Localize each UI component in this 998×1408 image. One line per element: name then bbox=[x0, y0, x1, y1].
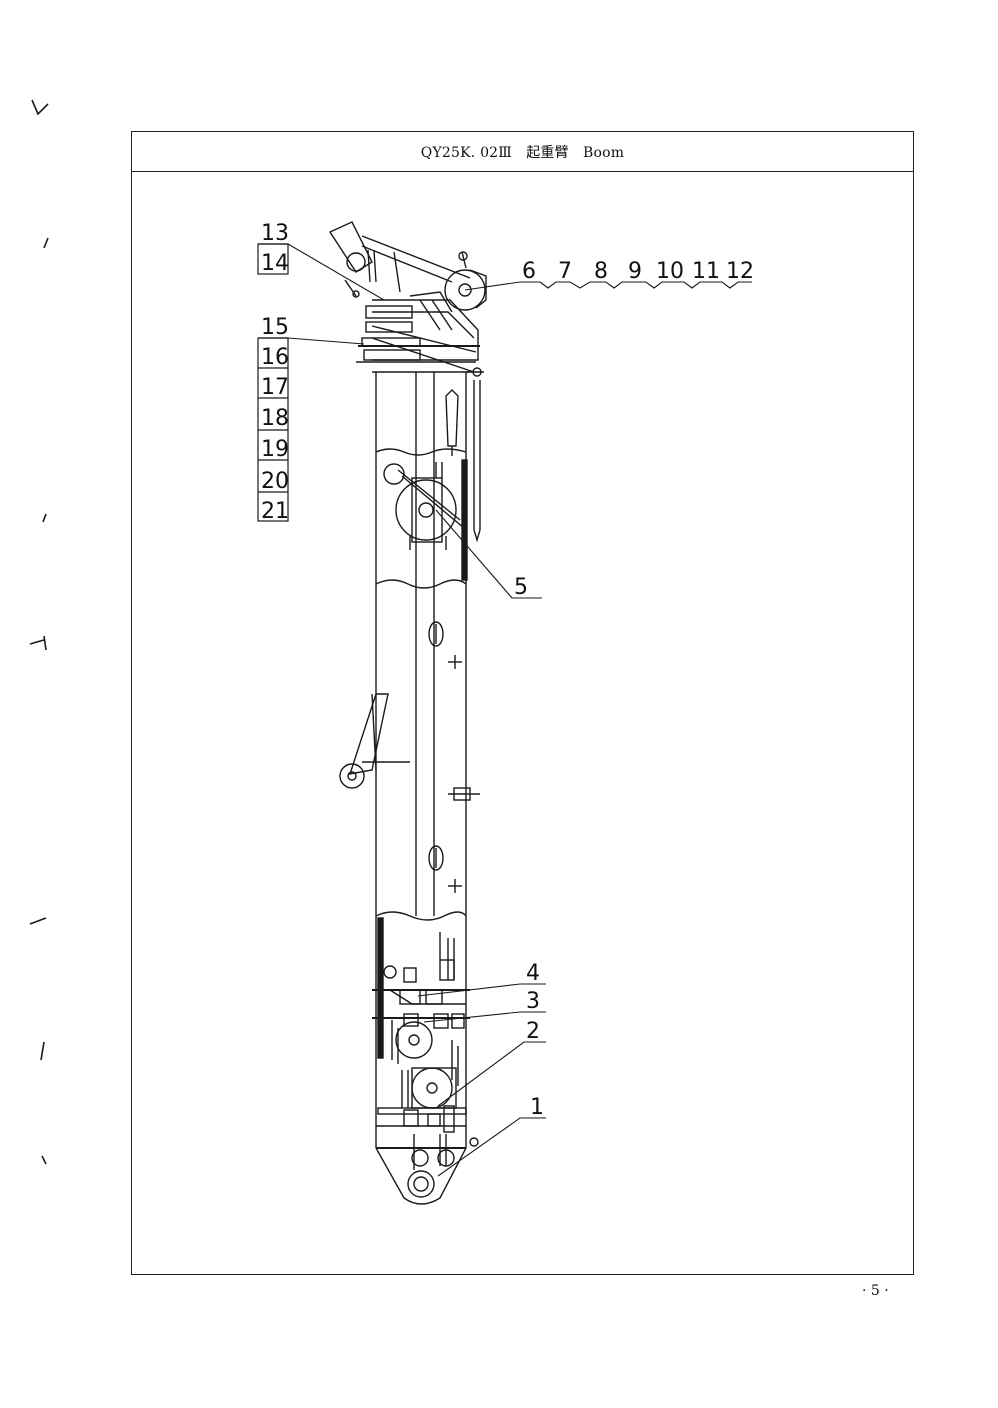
callout-3: 3 bbox=[526, 989, 540, 1014]
left-callout-boxes bbox=[257, 243, 289, 522]
callout-21: 21 bbox=[261, 499, 289, 524]
callout-6: 6 bbox=[522, 259, 536, 284]
boom-foot bbox=[375, 1134, 479, 1205]
callout-18: 18 bbox=[261, 406, 289, 431]
callout-4: 4 bbox=[526, 961, 540, 986]
callout-7: 7 bbox=[558, 259, 572, 284]
callout-19: 19 bbox=[261, 437, 289, 462]
callout-16: 16 bbox=[261, 345, 289, 370]
callout-9: 9 bbox=[628, 259, 642, 284]
callout-15: 15 bbox=[261, 315, 289, 340]
boom-head bbox=[328, 221, 487, 373]
callout-10: 10 bbox=[656, 259, 684, 284]
leader-lines bbox=[287, 243, 752, 1177]
title-bar: QY25K. 02Ⅲ 起重臂 Boom bbox=[132, 132, 913, 172]
page-number: · 5 · bbox=[862, 1283, 889, 1299]
drawing-frame: QY25K. 02Ⅲ 起重臂 Boom bbox=[131, 131, 914, 1275]
callout-13: 13 bbox=[261, 221, 289, 246]
callout-11: 11 bbox=[692, 259, 720, 284]
callout-1: 1 bbox=[530, 1095, 544, 1120]
callout-12: 12 bbox=[726, 259, 754, 284]
boom-body bbox=[339, 367, 484, 1148]
margin-marks bbox=[29, 99, 49, 1165]
callout-14: 14 bbox=[261, 251, 289, 276]
drawing-title: QY25K. 02Ⅲ 起重臂 Boom bbox=[420, 144, 625, 161]
callout-20: 20 bbox=[261, 469, 289, 494]
callout-2: 2 bbox=[526, 1019, 540, 1044]
callout-5: 5 bbox=[514, 575, 528, 600]
callout-numbers: 13 14 15 16 17 18 19 20 21 6 7 8 9 10 11… bbox=[261, 221, 754, 1120]
callout-17: 17 bbox=[261, 375, 289, 400]
callout-8: 8 bbox=[594, 259, 608, 284]
